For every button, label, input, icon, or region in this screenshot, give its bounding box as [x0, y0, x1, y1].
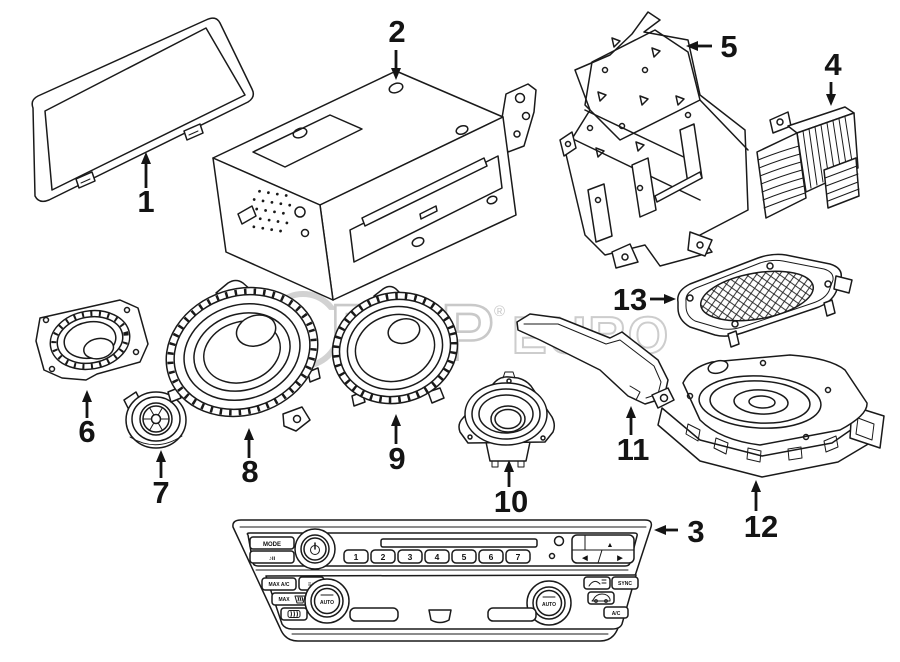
- rear-defrost-icon: [287, 610, 301, 618]
- callout-label-9: 9: [388, 441, 405, 476]
- radio-station-icon: ♪ıı: [269, 556, 276, 562]
- max-ac-button: [261, 577, 297, 591]
- preset-1: 1: [354, 552, 359, 562]
- callout-label-5: 5: [720, 29, 737, 64]
- callout-2: 2: [388, 14, 406, 80]
- mode-button: [249, 536, 295, 550]
- callout-label-12: 12: [744, 509, 778, 544]
- callout-5: 5: [686, 29, 738, 64]
- auto-label-right: AUTO: [542, 602, 556, 608]
- part-large-woofer: [165, 279, 321, 432]
- preset-6: 6: [489, 552, 494, 562]
- blank-button-right: [487, 607, 537, 622]
- callout-label-8: 8: [241, 454, 258, 489]
- part-display-screen: [31, 17, 255, 203]
- callout-9: 9: [388, 414, 406, 476]
- callout-12: 12: [744, 480, 778, 544]
- left-arrow-icon: ◀: [581, 555, 588, 562]
- callout-11: 11: [617, 406, 650, 467]
- sync-button: [611, 576, 639, 590]
- amp-horizontal-fins: [757, 145, 806, 209]
- grille-mesh: [699, 270, 815, 322]
- small-dot-button: [548, 552, 556, 560]
- max-ac-label: MAX A/C: [269, 582, 290, 588]
- callout-6: 6: [78, 390, 96, 449]
- up-arrow-icon: ▲: [607, 542, 614, 549]
- max-defrost-label: MAX: [278, 597, 290, 603]
- callout-label-13: 13: [613, 282, 647, 317]
- power-volume-knob: [294, 528, 336, 570]
- vent-dot-grid: [249, 189, 292, 233]
- preset-3: 3: [408, 552, 413, 562]
- mode-label: MODE: [263, 542, 281, 548]
- preset-7: 7: [516, 552, 521, 562]
- part-door-speaker: [35, 299, 149, 381]
- callout-1: 1: [137, 152, 155, 219]
- driver-temp-knob: AUTO: [304, 578, 350, 624]
- preset-5: 5: [462, 552, 467, 562]
- part-amplifier: [756, 106, 860, 219]
- hazard-recess: [428, 609, 452, 624]
- part-head-unit: [212, 70, 537, 301]
- callout-8: 8: [241, 428, 259, 489]
- callout-label-1: 1: [137, 184, 154, 219]
- callout-label-11: 11: [617, 432, 650, 467]
- preset-4: 4: [435, 552, 440, 562]
- callout-label-10: 10: [494, 484, 528, 519]
- right-arrow-icon: ▶: [616, 555, 623, 562]
- callout-4: 4: [824, 47, 842, 106]
- callout-label-4: 4: [824, 47, 842, 82]
- seek-button-cluster: ▲ ◀ ▶: [571, 534, 635, 564]
- part-subwoofer: [651, 354, 885, 478]
- part-speaker-grille: [677, 253, 853, 348]
- auto-label-left: AUTO: [320, 600, 334, 606]
- callout-label-6: 6: [78, 414, 95, 449]
- passenger-temp-knob: AUTO: [526, 580, 572, 626]
- callout-7: 7: [152, 450, 170, 510]
- preset-2: 2: [381, 552, 386, 562]
- preset-buttons: 1 2 3 4 5 6 7: [343, 549, 531, 564]
- station-button: [249, 550, 295, 564]
- tweeter-spokes: [142, 407, 170, 431]
- callout-3: 3: [654, 514, 705, 549]
- recirculation-car-icon: [591, 593, 611, 603]
- part-control-panel: MODE ♪ıı 1 2 3 4 5 6: [232, 519, 653, 642]
- power-icon: [310, 542, 320, 555]
- subwoofer-skirt-vents: [685, 423, 839, 463]
- registered-mark: ®: [494, 303, 505, 320]
- callouts: 1 2 3 4 5 6 7 8: [78, 14, 842, 549]
- part-small-speaker: [458, 371, 556, 468]
- callout-10: 10: [494, 460, 528, 519]
- bracket-triangle-marks: [595, 37, 685, 158]
- ac-button: [603, 606, 629, 619]
- ac-label: A/C: [612, 611, 621, 617]
- callout-label-3: 3: [687, 514, 704, 549]
- part-mid-woofer: [331, 285, 459, 407]
- disc-slot: [380, 538, 538, 548]
- windshield-defrost-icon: [294, 595, 306, 604]
- callout-label-2: 2: [388, 14, 405, 49]
- phone-icon: [588, 579, 607, 587]
- callout-label-7: 7: [152, 475, 169, 510]
- cd-slot: [361, 157, 488, 227]
- blank-button-left: [349, 607, 399, 622]
- part-mounting-bracket: [559, 11, 749, 269]
- callout-13: 13: [613, 282, 676, 317]
- part-tweeter: [123, 391, 187, 449]
- eject-button: [553, 535, 565, 547]
- sync-label: SYNC: [618, 581, 632, 587]
- head-unit-bracket: [499, 83, 537, 153]
